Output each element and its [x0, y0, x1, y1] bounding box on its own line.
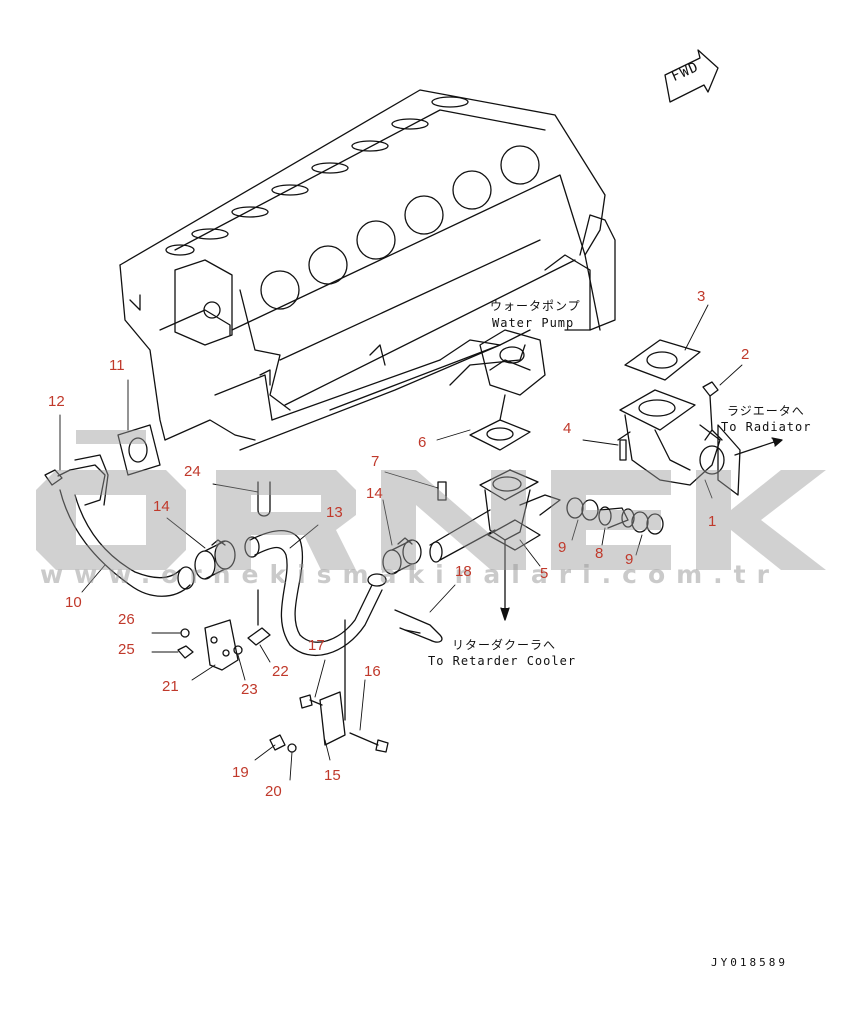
part-number-13: 13	[326, 504, 343, 521]
pipe-13	[244, 529, 387, 657]
housing-5	[429, 469, 561, 563]
gasket-3	[624, 339, 701, 381]
clamp-14-left	[194, 539, 236, 580]
strap-18	[394, 609, 443, 643]
part-number-22: 22	[272, 663, 289, 680]
bracket-15	[319, 691, 346, 746]
part-number-1: 1	[708, 513, 717, 530]
nut-17	[299, 694, 323, 709]
part-number-4: 4	[563, 420, 572, 437]
bolt-4	[617, 431, 631, 461]
hose-8	[598, 506, 635, 529]
part-number-23: 23	[241, 681, 258, 698]
part-number-15: 15	[324, 767, 341, 784]
pipe-10	[59, 454, 195, 597]
part-number-25: 25	[118, 641, 135, 658]
part-number-14a: 14	[153, 498, 170, 515]
engine-block	[119, 89, 616, 451]
part-number-18: 18	[455, 563, 472, 580]
bracket-21	[204, 619, 239, 671]
fwd-sign	[664, 49, 719, 103]
part-number-2: 2	[741, 346, 750, 363]
radiator-label-en: To Radiator	[721, 420, 812, 434]
retarder-label-jp: リターダクーラへ	[452, 638, 557, 652]
small-parts	[177, 628, 297, 753]
part-number-3: 3	[697, 288, 706, 305]
part-number-21: 21	[162, 678, 179, 695]
drawing-code: JY018589	[711, 956, 788, 969]
ubolt-24	[257, 481, 271, 517]
part-number-7: 7	[371, 453, 380, 470]
retarder-label-en: To Retarder Cooler	[428, 654, 577, 668]
gasket-6	[469, 419, 531, 451]
part-number-17: 17	[308, 637, 325, 654]
watermark-url: www.ornekismakinalari.com.tr	[40, 560, 780, 589]
bolt-7	[437, 481, 447, 501]
bolt-16	[349, 732, 389, 753]
part-number-19: 19	[232, 764, 249, 781]
gasket-11	[117, 424, 161, 476]
water-pump-label-jp: ウォータポンプ	[490, 299, 581, 313]
water-pump-label-en: Water Pump	[492, 316, 575, 330]
bolt-12	[44, 469, 71, 486]
part-number-6: 6	[418, 434, 427, 451]
clamp-14-right	[382, 537, 422, 575]
part-number-14b: 14	[366, 485, 383, 502]
part-number-11: 11	[109, 357, 125, 374]
plug-2	[702, 381, 719, 431]
part-number-10: 10	[65, 594, 82, 611]
elbow-pipe-1	[619, 389, 741, 496]
part-number-9b: 9	[625, 551, 634, 568]
part-number-16: 16	[364, 663, 381, 680]
part-number-12: 12	[48, 393, 65, 410]
part-number-20: 20	[265, 783, 282, 800]
radiator-label-jp: ラジエータへ	[727, 404, 805, 418]
clamp-9	[566, 497, 664, 535]
bolt-22	[247, 627, 271, 646]
part-number-9a: 9	[558, 539, 567, 556]
part-number-24: 24	[184, 463, 201, 480]
part-number-26: 26	[118, 611, 135, 628]
part-number-8: 8	[595, 545, 604, 562]
callout-leaders	[59, 304, 743, 781]
part-number-5: 5	[540, 565, 549, 582]
